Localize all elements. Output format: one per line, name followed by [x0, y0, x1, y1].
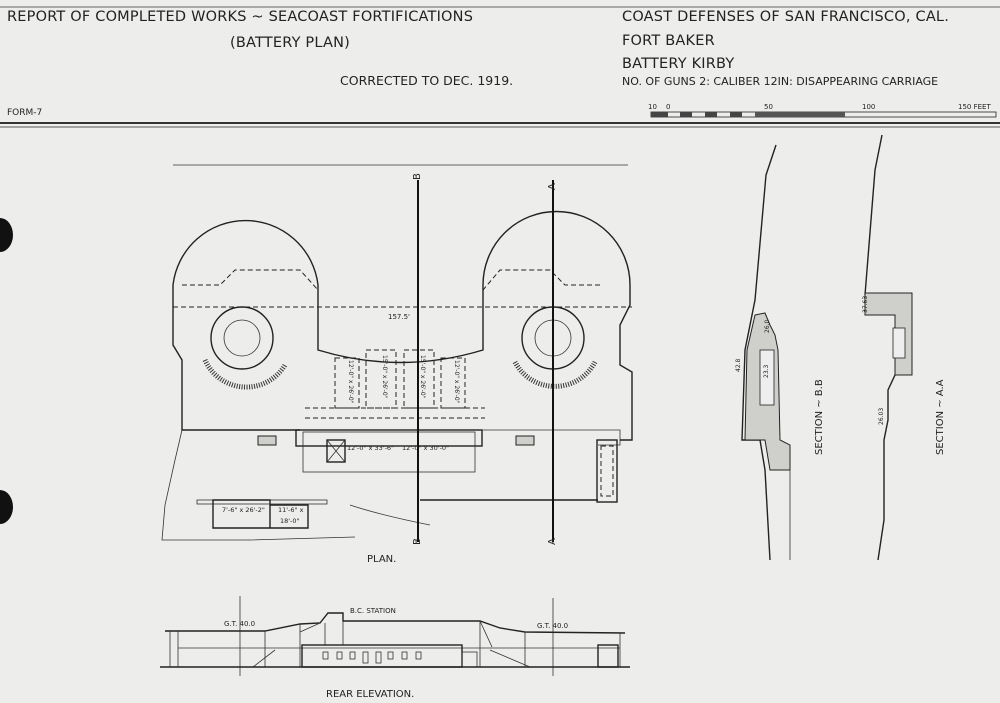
svg-text:50: 50 [764, 103, 773, 111]
svg-text:0: 0 [666, 103, 670, 111]
section-mark-b-bottom: B [412, 538, 423, 545]
section-mark-a-bottom: A [547, 538, 558, 545]
svg-text:150 FEET: 150 FEET [958, 103, 991, 111]
length-dimension: 157.5' [388, 313, 410, 321]
svg-text:15'-0" x 26'-0": 15'-0" x 26'-0" [381, 355, 388, 399]
svg-text:23.3: 23.3 [763, 364, 770, 378]
svg-text:18'-0": 18'-0" [280, 517, 300, 525]
svg-text:42.8: 42.8 [735, 358, 742, 372]
battery-name: BATTERY KIRBY [622, 56, 734, 72]
svg-text:100: 100 [862, 103, 875, 111]
punch-hole [0, 490, 13, 524]
svg-text:15'-0" x 26'-0": 15'-0" x 26'-0" [419, 355, 426, 399]
svg-text:G.T. 40.0: G.T. 40.0 [537, 622, 568, 630]
section-bb: 42.8 26.0 23.3 SECTION ~ B.B [735, 144, 825, 561]
report-title: REPORT OF COMPLETED WORKS ~ SEACOAST FOR… [7, 9, 473, 25]
district-name: COAST DEFENSES OF SAN FRANCISCO, CAL. [622, 9, 949, 25]
section-mark-b-top: B [412, 173, 423, 180]
corrected-date: CORRECTED TO DEC. 1919. [340, 73, 513, 88]
svg-text:7'-6" x 26'-2": 7'-6" x 26'-2" [222, 506, 265, 514]
report-subtitle: (BATTERY PLAN) [230, 35, 350, 51]
svg-text:26.0: 26.0 [764, 319, 771, 333]
section-aa: 37.63 26.03 SECTION ~ A.A [862, 134, 946, 561]
svg-text:12'-0" x 26'-0": 12'-0" x 26'-0" [453, 360, 460, 404]
title-block: REPORT OF COMPLETED WORKS ~ SEACOAST FOR… [0, 6, 1000, 128]
svg-text:G.T. 40.0: G.T. 40.0 [224, 620, 255, 628]
section-aa-title: SECTION ~ A.A [935, 379, 946, 455]
punch-hole [0, 218, 13, 252]
svg-text:12'-0" x 30'-0": 12'-0" x 30'-0" [402, 444, 449, 452]
armament-description: NO. OF GUNS 2: CALIBER 12IN: DISAPPEARIN… [622, 75, 938, 88]
svg-text:12'-0" x 33'-6": 12'-0" x 33'-6" [347, 444, 394, 452]
svg-text:26.03: 26.03 [878, 408, 885, 425]
plan-title: PLAN. [367, 554, 396, 565]
section-mark-a-top: A [547, 183, 558, 190]
plan-view: 157.5' 12'-0" x 26'-0" 15'-0" x 26'-0" 1… [161, 164, 633, 565]
form-number: FORM-7 [7, 108, 42, 118]
svg-text:37.63: 37.63 [862, 296, 869, 313]
fort-name: FORT BAKER [622, 33, 715, 49]
scale-bar: 10 0 50 100 150 FEET [648, 103, 997, 118]
bc-station-label: B.C. STATION [350, 607, 396, 615]
section-bb-title: SECTION ~ B.B [814, 379, 825, 455]
rear-elevation: G.T. 40.0 G.T. 40.0 B.C. STATION REAR EL… [160, 596, 630, 700]
svg-text:12'-0" x 26'-0": 12'-0" x 26'-0" [347, 360, 354, 404]
svg-text:11'-6" x: 11'-6" x [278, 506, 304, 514]
rear-elevation-title: REAR ELEVATION. [326, 689, 414, 700]
svg-text:10: 10 [648, 103, 657, 111]
